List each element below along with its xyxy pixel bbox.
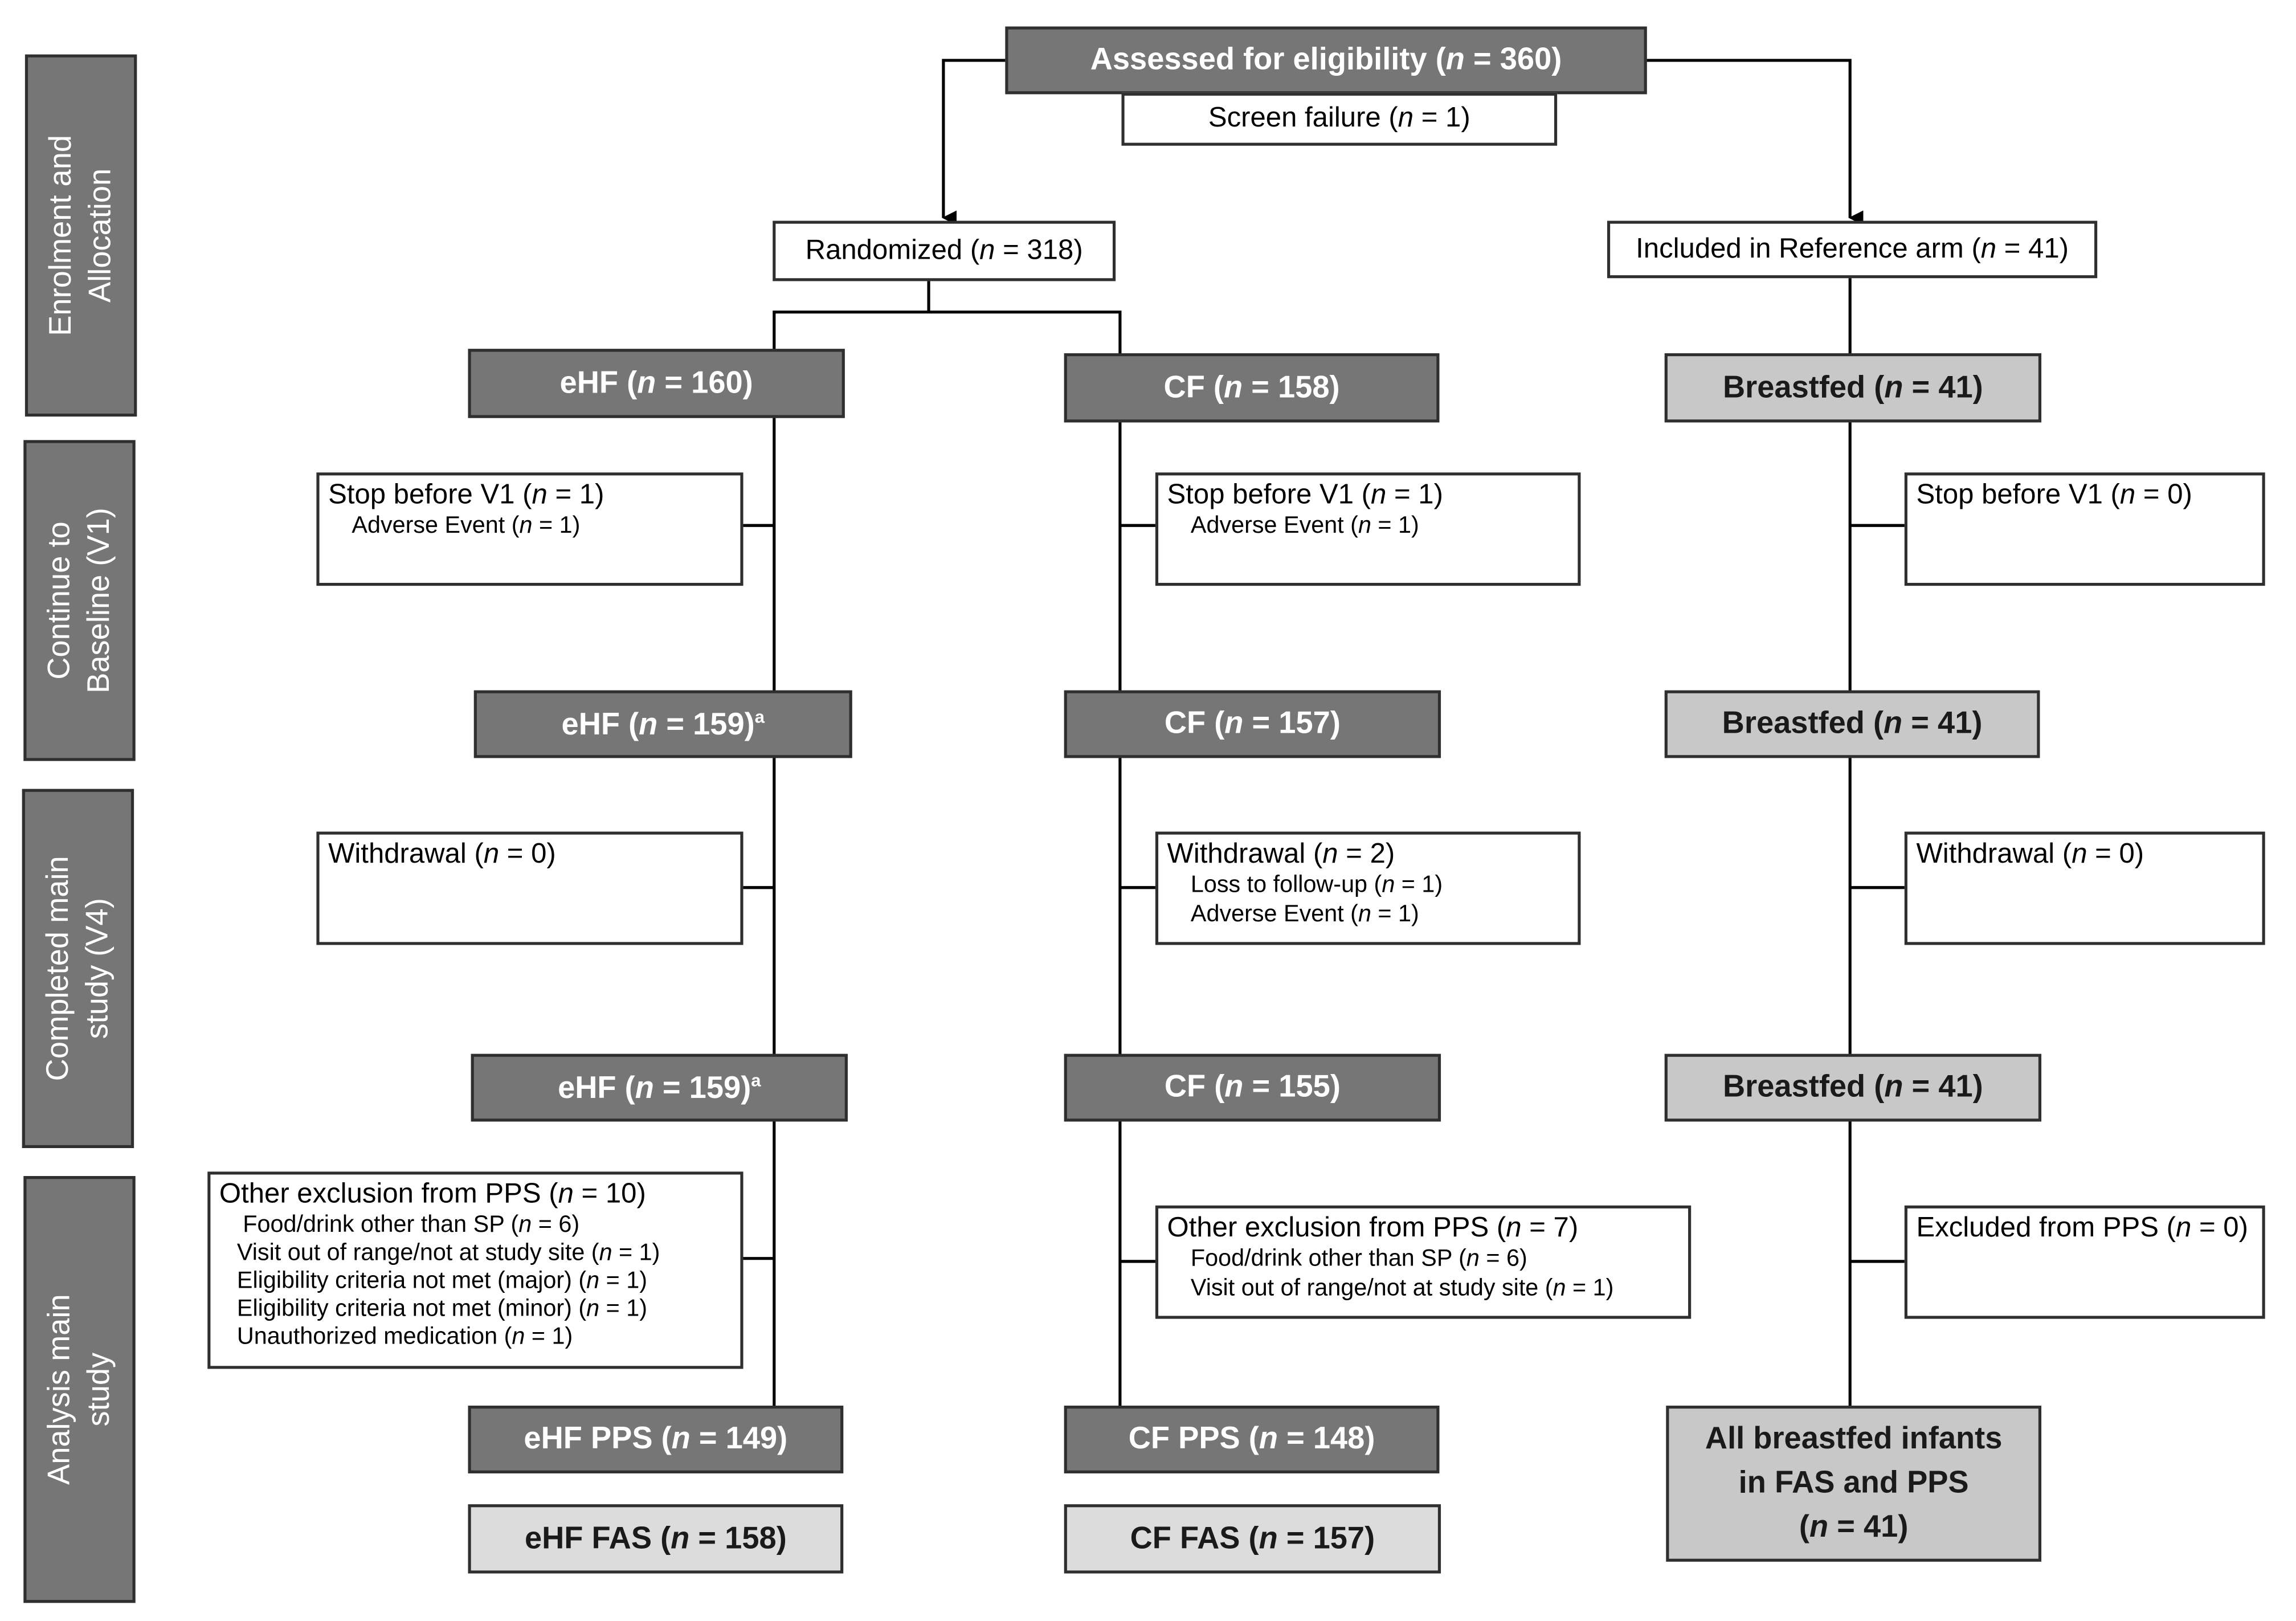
assessed-box: Assessed for eligibility (n = 360)	[1005, 26, 1647, 95]
cf-fas-box: CF FAS (n = 157)	[1064, 1504, 1441, 1574]
cf-allocation-box: CF (n = 158)	[1064, 353, 1440, 423]
ehf-pps-box: eHF PPS (n = 149)	[468, 1406, 844, 1473]
reason-line: Eligibility criteria not met (minor) (n …	[236, 1296, 648, 1322]
ehf-completed-box: eHF (n = 159)a	[471, 1054, 848, 1122]
cf-branches	[1120, 524, 1157, 1263]
cf-completed-box: CF (n = 155)	[1064, 1054, 1441, 1122]
randomized-box: Randomized (n = 318)	[773, 221, 1116, 281]
cf-baseline-box: CF (n = 157)	[1064, 690, 1441, 758]
bf-exclusion-box: Excluded from PPS (n = 0)	[1904, 1205, 2265, 1319]
reason-line: Visit out of range/not at study site (n …	[1190, 1276, 1614, 1301]
ehf-branches	[741, 524, 774, 1260]
arrow-to-reference	[1645, 59, 1864, 226]
cf-exclusion-box: Other exclusion from PPS (n = 7) Food/dr…	[1155, 1205, 1692, 1319]
ehf-withdrawal-box: Withdrawal (n = 0)	[316, 831, 743, 945]
reason-line: Adverse Event (n = 1)	[352, 513, 581, 539]
reason-line: Food/drink other than SP (n = 6)	[1190, 1247, 1527, 1272]
ehf-stop-v1-box: Stop before V1 (n = 1) Adverse Event (n …	[316, 472, 743, 586]
ehf-baseline-box: eHF (n = 159)a	[473, 690, 852, 758]
reason-line: Food/drink other than SP (n = 6)	[243, 1212, 580, 1238]
arrow-to-randomized	[942, 59, 1006, 226]
randomized-split	[773, 279, 1122, 357]
cf-withdrawal-box: Withdrawal (n = 2) Loss to follow-up (n …	[1155, 831, 1581, 945]
screen-failure-box: Screen failure (n = 1)	[1121, 92, 1558, 146]
bf-completed-box: Breastfed (n = 41)	[1664, 1054, 2042, 1122]
cf-pps-box: CF PPS (n = 148)	[1064, 1406, 1440, 1473]
reason-line: Unauthorized medication (n = 1)	[236, 1324, 573, 1350]
bf-baseline-box: Breastfed (n = 41)	[1664, 690, 2040, 758]
ehf-exclusion-box: Other exclusion from PPS (n = 10) Food/d…	[207, 1171, 743, 1369]
bf-stop-v1-box: Stop before V1 (n = 0)	[1904, 472, 2265, 586]
ehf-allocation-box: eHF (n = 160)	[468, 349, 845, 418]
reason-line: Visit out of range/not at study site (n …	[236, 1240, 660, 1266]
bf-withdrawal-box: Withdrawal (n = 0)	[1904, 831, 2265, 945]
reason-line: Adverse Event (n = 1)	[1190, 902, 1419, 928]
cf-stop-v1-box: Stop before V1 (n = 1) Adverse Event (n …	[1155, 472, 1581, 586]
bf-branches	[1850, 524, 1906, 1263]
reference-arm-box: Included in Reference arm (n = 41)	[1607, 221, 2098, 279]
reason-line: Adverse Event (n = 1)	[1190, 513, 1419, 539]
bf-allocation-box: Breastfed (n = 41)	[1664, 353, 2042, 423]
reason-line: Loss to follow-up (n = 1)	[1190, 872, 1443, 898]
reason-line: Eligibility criteria not met (major) (n …	[236, 1268, 648, 1294]
ehf-fas-box: eHF FAS (n = 158)	[468, 1504, 844, 1574]
